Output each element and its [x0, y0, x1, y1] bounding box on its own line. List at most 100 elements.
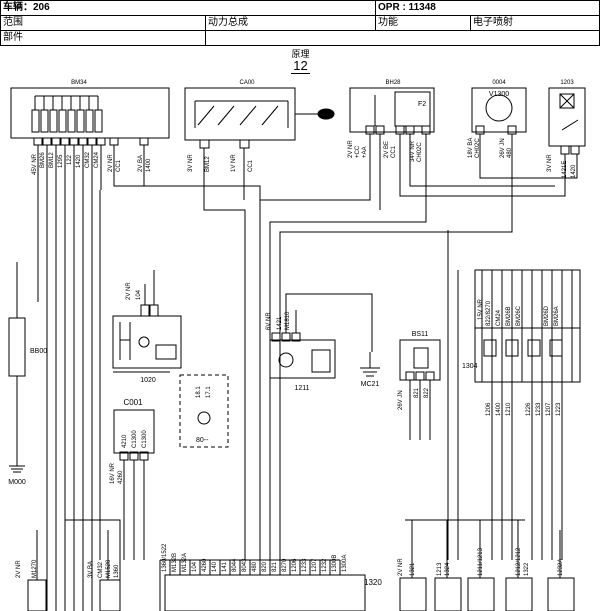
header-table: 车辆：206 OPR : 11348 范围 动力总成 功能 电子喷射 部件	[0, 0, 601, 48]
wire-bh28-a: 2V NR	[348, 140, 354, 158]
wire-left-d: CM32	[98, 561, 104, 578]
wire-bus-b: M132B	[172, 553, 178, 572]
wire-bus-s: 1300A	[342, 555, 348, 572]
label-b800: BB00	[30, 348, 47, 355]
wire-c1304-m: 1207	[546, 402, 552, 416]
wire-bus-p: 1207	[312, 558, 318, 572]
wire-inj-g: 1232A	[558, 559, 564, 576]
wire-left-b: M1270	[32, 559, 38, 578]
wire-bm34-b: BM26	[40, 152, 46, 168]
wire-c1304-i: 1400	[496, 402, 502, 416]
wire-c1304-d: BM26B	[506, 306, 512, 326]
wire-bus-h: 8044	[232, 558, 238, 572]
wire-c0004-b: CH02C	[475, 138, 481, 158]
c1320-box	[164, 574, 366, 611]
part-label: 部件	[0, 30, 206, 46]
wire-bh28-f: 34V NR	[410, 140, 416, 162]
wire-bm34-k: 2V BA	[138, 155, 144, 172]
label-bm34: BM34	[71, 80, 87, 86]
wire-c1304-g: BM26A	[554, 306, 560, 326]
wire-c1020-b: 104	[136, 289, 142, 300]
wire-bm34-a: 45V NR	[32, 153, 38, 175]
wire-bm34-d: 1295	[58, 154, 64, 168]
wire-bus-n: 1206	[292, 558, 298, 572]
label-f2: F2	[418, 101, 426, 108]
ca00-box	[184, 87, 296, 141]
wire-bs11-c: 822	[424, 387, 430, 398]
wire-bh28-c: +AA	[362, 146, 368, 158]
label-c1020: 1020	[140, 377, 156, 384]
wire-c1304-l: 1233	[536, 402, 542, 416]
wire-bus-k: 820	[262, 561, 268, 572]
c1020-box	[112, 315, 182, 369]
wire-bus-l: 821	[272, 561, 278, 572]
wire-c0004-d: 480	[507, 147, 513, 158]
wire-ca00-b: BM12	[205, 156, 211, 172]
wire-sensor-a: 18.1	[196, 386, 202, 398]
c1203-box	[548, 87, 586, 147]
wire-bh28-d: 2V BE	[384, 141, 390, 158]
wire-bm34-l: 1400	[146, 158, 152, 172]
wire-c1304-j: 1210	[506, 402, 512, 416]
wire-bus-i: 8043	[242, 558, 248, 572]
wire-bus-f: 140	[212, 561, 218, 572]
wire-bs11-b: 821	[414, 387, 420, 398]
wire-c1304-a: 15V NR	[478, 298, 484, 320]
wire-sensor-b: 17.1	[206, 386, 212, 398]
wire-bm34-i: 2V NR	[108, 154, 114, 172]
wire-bm34-h: CM24	[94, 151, 100, 168]
wire-c001-c: 4210	[122, 434, 128, 448]
wire-c001-a: 16V NR	[110, 462, 116, 484]
wire-bus-e: 4260	[202, 558, 208, 572]
wire-bus-c: M132A	[182, 553, 188, 572]
wire-inj-b: 1321	[410, 562, 416, 576]
wire-c1020-a: 2V NR	[126, 282, 132, 300]
wire-c1304-k: 1226	[526, 402, 532, 416]
wire-inj-a: 2V NR	[398, 558, 404, 576]
wire-bh28-e: CC1	[391, 145, 397, 158]
part-value	[205, 30, 600, 46]
wire-ca00-a: 3V NR	[188, 154, 194, 172]
wire-c1203-a: 3V NR	[547, 154, 553, 172]
c001-box	[113, 409, 155, 454]
wire-inj-e: 1212/1212	[516, 547, 522, 576]
wire-bus-j: 480	[252, 561, 258, 572]
wire-c1304-c: CM24	[496, 309, 502, 326]
page-number: 12	[291, 58, 310, 74]
diagram-title: 原理	[291, 49, 310, 59]
b800-box	[8, 317, 26, 377]
wire-c1211-a: 6V NR	[266, 312, 272, 330]
wire-bus-g: 141	[222, 561, 228, 572]
wire-c1304-n: 1223	[556, 402, 562, 416]
wire-c001-d: C1300	[132, 430, 138, 448]
c0004-box	[471, 87, 527, 133]
wire-bm34-g: CM32	[85, 151, 91, 168]
label-c1211: 1211	[294, 385, 309, 392]
bh28-box	[349, 87, 435, 133]
label-mc21: MC21	[361, 381, 380, 388]
wire-c1304-f: BM26D	[544, 305, 550, 326]
wire-ca00-d: CC1	[248, 159, 254, 172]
wire-bus-r: 1300B	[332, 555, 338, 572]
wire-bm34-e: 122	[67, 154, 73, 165]
sensor-box	[179, 374, 229, 448]
wire-bh28-b: +CC	[355, 145, 361, 158]
wire-bm34-c: BM12	[49, 152, 55, 168]
label-bs11: BS11	[412, 331, 429, 338]
wire-bus-o: 1233	[302, 558, 308, 572]
wire-c1211-c: M1810	[285, 311, 291, 330]
label-c1304: 1304	[462, 363, 478, 370]
wire-bus-a: 1360/1522	[162, 543, 168, 572]
wire-left-e: M1520	[106, 559, 112, 578]
label-ca00: CA00	[239, 80, 255, 86]
label-c1203: 1203	[560, 80, 574, 86]
wire-inj-f: 1322	[524, 562, 530, 576]
label-m000: M000	[8, 479, 26, 486]
wire-bm34-f: 1420	[76, 154, 82, 168]
wire-bh28-g: CH02C	[417, 142, 423, 162]
label-c1320: 1320	[364, 578, 382, 587]
wire-bs11-a: 26V JN	[398, 390, 404, 410]
wire-ca00-c: 1V NR	[231, 154, 237, 172]
wire-bm34-j: CC1	[116, 159, 122, 172]
